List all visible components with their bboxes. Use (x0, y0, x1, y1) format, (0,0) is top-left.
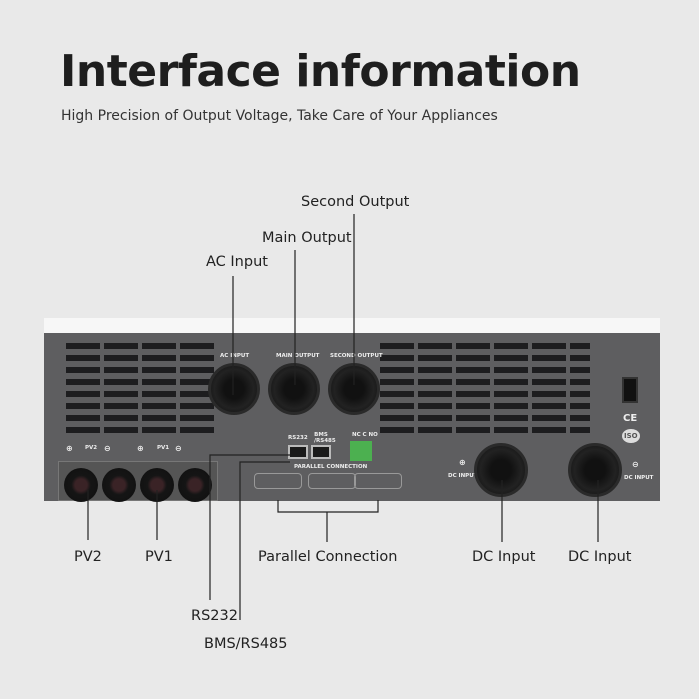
iso-mark: ISO (622, 429, 640, 443)
rs232-label: RS232 (288, 435, 308, 441)
rs232-line (209, 454, 290, 600)
callout-rs232: RS232 (191, 608, 238, 624)
dc-input-negative-port (568, 443, 622, 497)
callout-ac-input: AC Input (206, 254, 268, 270)
ac-input-port (208, 363, 260, 415)
rs232-port (288, 445, 308, 459)
parallel-label: PARALLEL CONNECTION (294, 464, 368, 470)
dc-input-neg-label: DC INPUT (624, 475, 654, 481)
vent-left (66, 343, 218, 439)
main-output-port (268, 363, 320, 415)
ce-mark: CE (623, 413, 638, 424)
vent-right (380, 343, 590, 439)
callout-pv2: PV2 (74, 549, 102, 565)
bms-label: BMS /RS485 (314, 432, 336, 444)
callout-pv1: PV1 (145, 549, 173, 565)
page-subtitle: High Precision of Output Voltage, Take C… (61, 108, 498, 124)
dc-input-positive-port (474, 443, 528, 497)
dc-plus: ⊕ (459, 458, 466, 467)
main-output-label: MAIN OUTPUT (276, 353, 320, 359)
relay-terminal (350, 441, 372, 461)
inverter-rear-panel: AC INPUT MAIN OUTPUT SECOND OUTPUT RS232… (44, 333, 660, 502)
pv2-negative-connector (102, 468, 136, 502)
callout-main-output: Main Output (262, 230, 352, 246)
parallel-bracket (277, 500, 379, 542)
pv1-plus: ⊕ (137, 444, 144, 453)
bms-port (311, 445, 331, 459)
pv2-minus: ⊖ (104, 444, 111, 453)
relay-label: NC C NO (352, 432, 378, 438)
pv2-plus: ⊕ (66, 444, 73, 453)
page-title: Interface information (60, 46, 581, 97)
callout-second-output: Second Output (301, 194, 410, 210)
power-switch[interactable] (622, 377, 638, 403)
bms-line (239, 461, 290, 620)
parallel-port-2 (308, 473, 356, 489)
pv1-minus: ⊖ (175, 444, 182, 453)
parallel-port-1 (254, 473, 302, 489)
second-output-label: SECOND OUTPUT (330, 353, 383, 359)
callout-bms: BMS/RS485 (204, 636, 288, 652)
callout-dc-input-1: DC Input (472, 549, 536, 565)
pv2-label: PV2 (85, 445, 98, 451)
pv1-negative-connector (178, 468, 212, 502)
parallel-port-3 (354, 473, 402, 489)
ac-input-label: AC INPUT (220, 353, 250, 359)
pv2-positive-connector (64, 468, 98, 502)
dc-minus: ⊖ (632, 460, 639, 469)
pv1-label: PV1 (157, 445, 170, 451)
callout-dc-input-2: DC Input (568, 549, 632, 565)
dc-input-pos-label: DC INPUT (448, 473, 478, 479)
callout-parallel: Parallel Connection (258, 549, 398, 565)
